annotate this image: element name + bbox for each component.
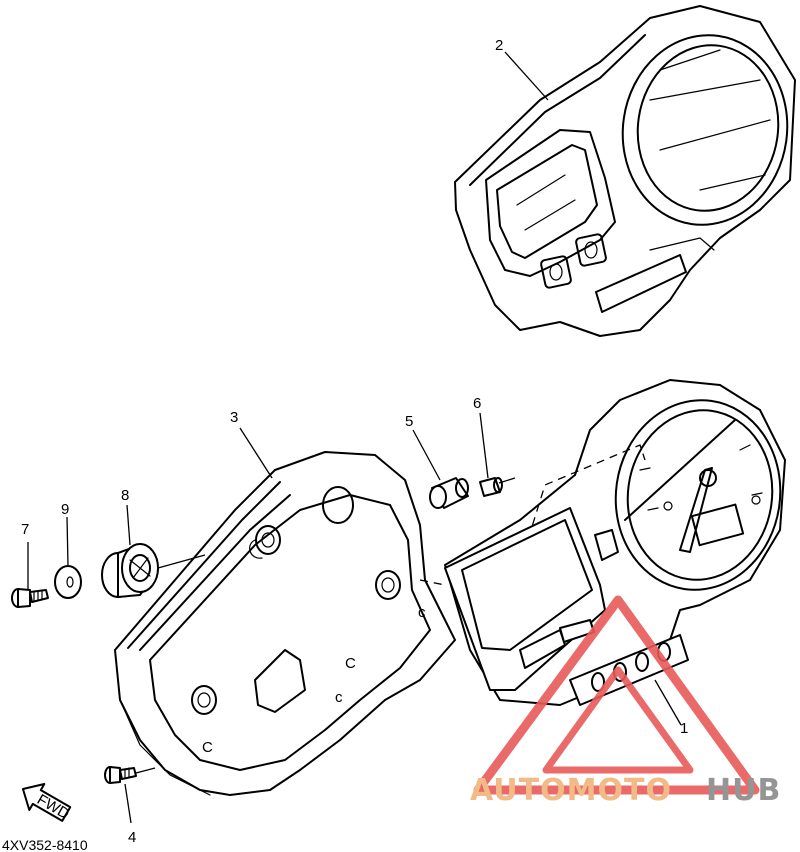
leader-lines	[27, 51, 682, 824]
svg-text:C: C	[202, 739, 213, 756]
callout-8: 8	[121, 487, 129, 504]
meter-housing-part-3: C C c c	[114, 451, 456, 796]
bulb-part-6	[479, 477, 503, 497]
callout-9: 9	[61, 501, 69, 518]
watermark-text-left: AUTOMOTO	[470, 773, 672, 808]
callout-labels: 1 2 3 4 5 6 7 8 9	[21, 37, 688, 846]
callout-6: 6	[473, 395, 481, 412]
screw-part-4	[104, 766, 137, 784]
callout-4: 4	[128, 829, 136, 846]
svg-text:C: C	[345, 655, 356, 672]
svg-text:c: c	[418, 604, 426, 621]
svg-text:c: c	[335, 689, 343, 706]
watermark-text-right: HUB	[706, 773, 781, 808]
fwd-arrow-icon: FWD	[21, 783, 72, 823]
diagram-code: 4XV352-8410	[2, 837, 88, 852]
bulb-socket-part-5	[429, 477, 469, 509]
watermark-logo: AUTOMOTO HUB	[470, 595, 781, 808]
callout-2: 2	[495, 37, 503, 54]
washer-part-9	[54, 565, 82, 599]
meter-assembly-part-1	[444, 379, 786, 706]
fwd-arrow-label: FWD	[34, 791, 72, 823]
callout-7: 7	[21, 521, 29, 538]
meter-cover-part-2	[454, 5, 796, 337]
grommet-part-8	[101, 543, 159, 598]
screw-part-7	[11, 588, 49, 608]
callout-1: 1	[680, 720, 688, 737]
callout-3: 3	[230, 409, 238, 426]
callout-5: 5	[405, 413, 413, 430]
